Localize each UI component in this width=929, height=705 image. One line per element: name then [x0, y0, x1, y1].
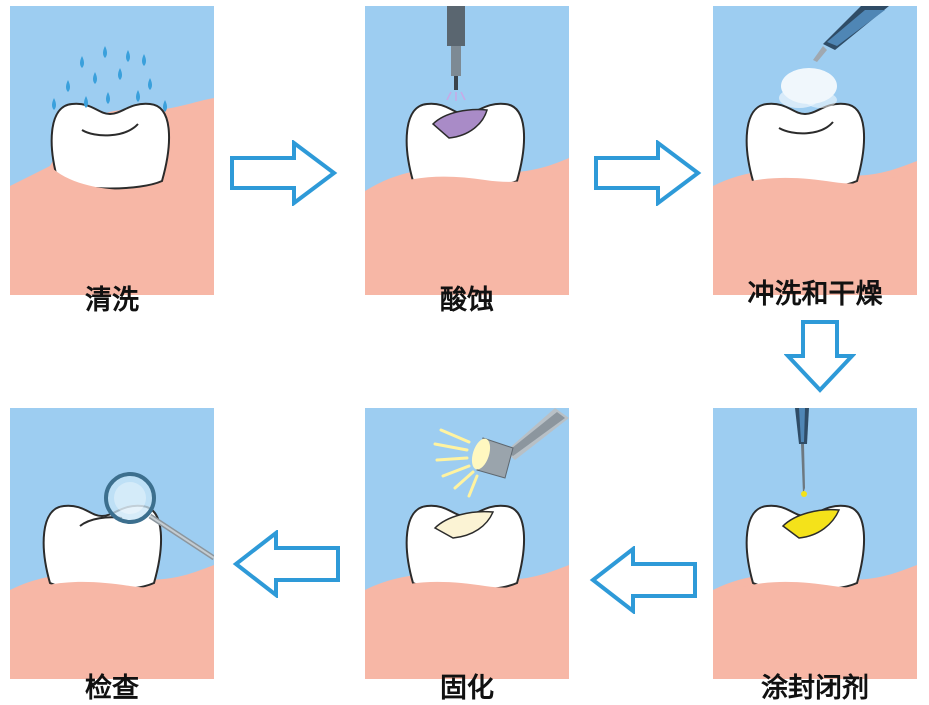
arrow-right-icon: [230, 140, 338, 206]
step-panel-clean: [10, 6, 214, 295]
step-panel-rinse-dry: [713, 6, 917, 295]
step-label-rinse-dry: 冲洗和干燥: [747, 279, 883, 310]
step-panel-etch: [365, 6, 569, 295]
step-label-check: 检查: [85, 673, 139, 704]
light-rays: [433, 428, 479, 498]
step-label-etch: 酸蚀: [440, 285, 494, 316]
arrow-down-icon: [784, 320, 856, 393]
step-label-sealant: 涂封闭剂: [761, 673, 869, 704]
air-spray: [779, 68, 837, 108]
etch-area: [431, 108, 488, 139]
step-label-clean: 清洗: [85, 285, 139, 316]
applicator-icon: [795, 408, 809, 497]
step-panel-check: [10, 408, 214, 679]
arrow-right-icon: [594, 140, 702, 206]
arrow-left-icon: [232, 530, 340, 598]
etch-syringe-icon: [446, 6, 466, 101]
tooth-icon: [745, 102, 865, 190]
cured-sealant-area: [433, 510, 495, 539]
water-drops-icon: [52, 46, 167, 112]
dental-mirror-icon: [104, 472, 214, 561]
step-panel-cure: [365, 408, 569, 679]
sealant-area: [781, 508, 841, 539]
tooth-icon: [50, 102, 170, 190]
step-panel-sealant: [713, 408, 917, 679]
curing-light-icon: [471, 408, 569, 479]
arrow-left-icon: [589, 546, 697, 614]
air-water-syringe-icon: [813, 6, 889, 62]
step-label-cure: 固化: [440, 673, 494, 704]
